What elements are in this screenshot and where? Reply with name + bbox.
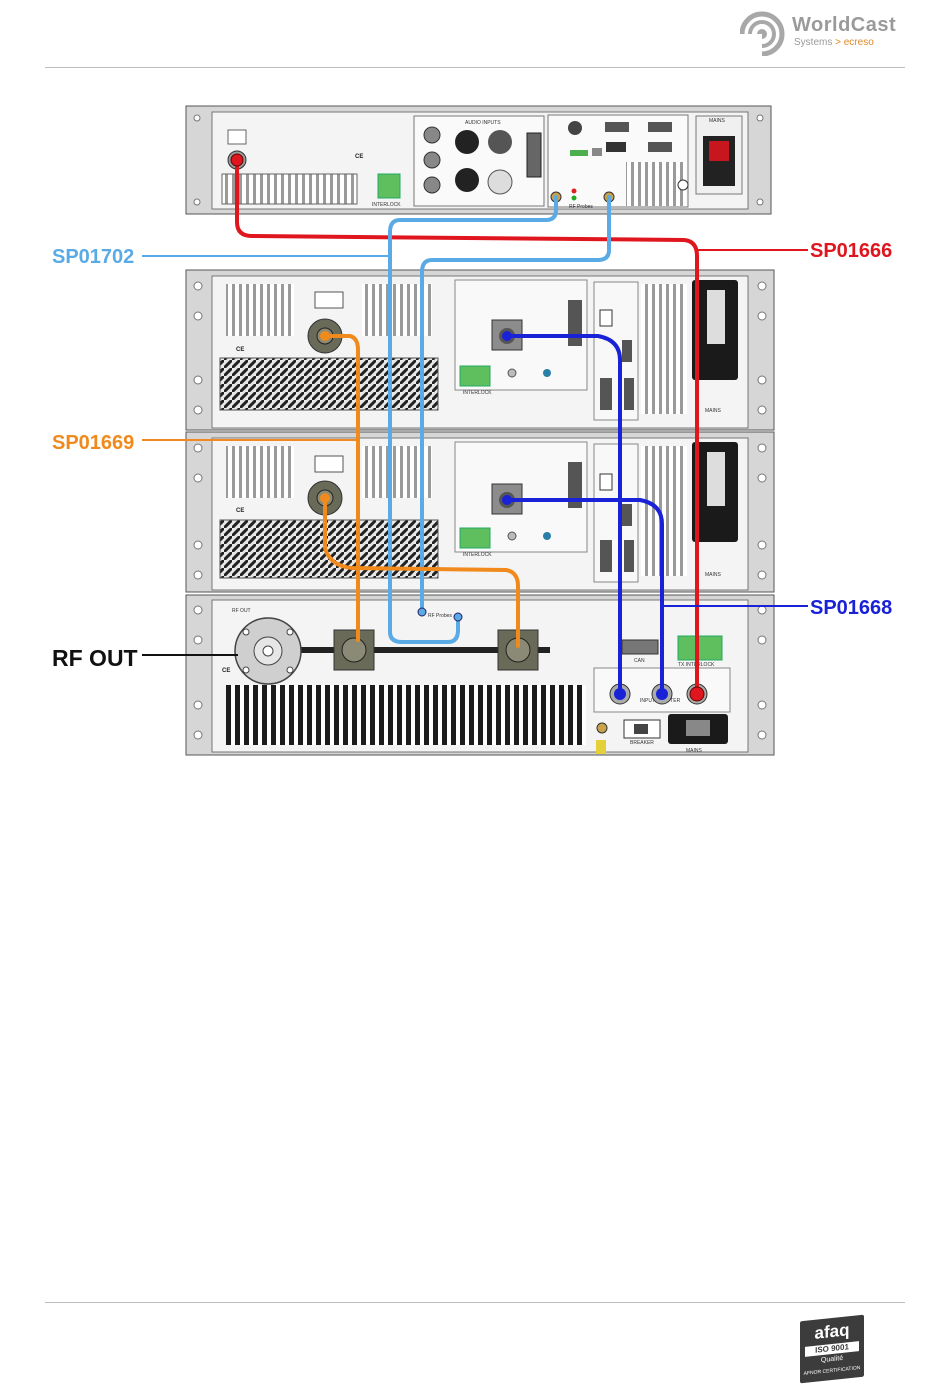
combiner-ce-mark: CE bbox=[222, 668, 230, 674]
red-cable-end bbox=[690, 687, 704, 701]
interlock-connector bbox=[378, 174, 400, 198]
exciter-unit: INTERLOCK CE AUDIO INPUTS RF Probes MAIN… bbox=[186, 106, 771, 214]
label-sp01702: SP01702 bbox=[52, 246, 134, 268]
amp-a-ce-mark: CE bbox=[236, 347, 244, 353]
red-cable-start bbox=[231, 154, 243, 166]
label-sp01668: SP01668 bbox=[810, 597, 892, 619]
exciter-rf-probes-label: RF Probes bbox=[569, 204, 593, 210]
amp-a-mains-label: MAINS bbox=[705, 408, 722, 414]
combiner-unit: RF OUT CE RF Probes CAN TX INTERLOCK INP… bbox=[186, 595, 774, 755]
exciter-mains-label: MAINS bbox=[709, 118, 726, 124]
label-rf-out: RF OUT bbox=[52, 645, 138, 671]
exciter-interlock-label: INTERLOCK bbox=[372, 202, 401, 208]
exciter-ce-mark: CE bbox=[355, 154, 363, 160]
amplifier-unit-a: CE INTERLOCK MAINS bbox=[186, 270, 774, 430]
breaker-label: BREAKER bbox=[630, 740, 654, 746]
amp-a-interlock-label: INTERLOCK bbox=[463, 390, 492, 396]
combiner-mains-label: MAINS bbox=[686, 748, 703, 754]
can-label: CAN bbox=[634, 658, 645, 664]
audio-inputs-label: AUDIO INPUTS bbox=[465, 120, 501, 126]
amp-b-interlock-label: INTERLOCK bbox=[463, 552, 492, 558]
afaq-issuer: AFNOR CERTIFICATION bbox=[800, 1365, 864, 1378]
label-sp01666: SP01666 bbox=[810, 240, 892, 262]
footer-rule bbox=[45, 1302, 905, 1303]
combiner-rf-probes-label: RF Probes bbox=[428, 613, 452, 619]
cabling-diagram: INTERLOCK CE AUDIO INPUTS RF Probes MAIN… bbox=[0, 0, 950, 1300]
label-sp01669: SP01669 bbox=[52, 432, 134, 454]
afaq-iso-9001-badge: afaq ISO 9001 Qualité AFNOR CERTIFICATIO… bbox=[800, 1315, 864, 1384]
amp-b-ce-mark: CE bbox=[236, 508, 244, 514]
amp-b-mains-label: MAINS bbox=[705, 572, 722, 578]
combiner-rf-out-small-label: RF OUT bbox=[232, 608, 251, 614]
